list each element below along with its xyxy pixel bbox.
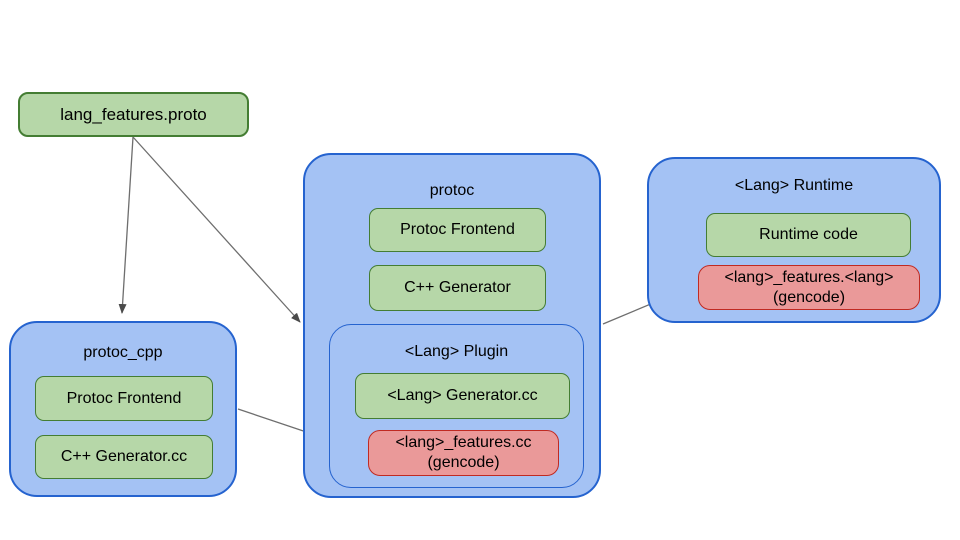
node-protoc-frontend: Protoc Frontend [369, 208, 546, 252]
node-lang-features-proto-label: lang_features.proto [60, 104, 207, 124]
node-lang-generator-label: <Lang> Generator.cc [387, 387, 538, 404]
container-protoc: protoc Protoc Frontend C++ Generator <La… [303, 153, 601, 498]
node-runtime-gencode-line1: <lang>_features.<lang> [724, 268, 894, 286]
node-protoc-cpp-frontend: Protoc Frontend [35, 376, 213, 421]
container-lang-plugin: <Lang> Plugin <Lang> Generator.cc <lang>… [329, 324, 584, 488]
node-protoc-cpp-frontend-label: Protoc Frontend [66, 389, 182, 407]
container-protoc-cpp: protoc_cpp Protoc Frontend C++ Generator… [9, 321, 237, 497]
container-lang-runtime-title: <Lang> Runtime [734, 177, 854, 194]
arrow-proto-to-protoc-cpp [118, 136, 134, 314]
node-plugin-gencode: <lang>_features.cc (gencode) [368, 430, 559, 476]
node-lang-features-proto: lang_features.proto [18, 92, 249, 137]
node-lang-generator: <Lang> Generator.cc [355, 373, 570, 419]
node-protoc-cpp-generator: C++ Generator.cc [35, 435, 213, 479]
container-lang-runtime: <Lang> Runtime Runtime code <lang>_featu… [647, 157, 941, 323]
node-runtime-code-label: Runtime code [759, 226, 858, 243]
node-protoc-generator-label: C++ Generator [404, 279, 511, 296]
arrow-proto-to-protoc [132, 136, 301, 323]
container-protoc-cpp-title: protoc_cpp [83, 344, 163, 361]
node-protoc-cpp-generator-label: C++ Generator.cc [60, 448, 188, 465]
node-runtime-gencode: <lang>_features.<lang> (gencode) [698, 265, 920, 310]
node-runtime-gencode-line2: (gencode) [772, 288, 846, 306]
container-lang-plugin-title: <Lang> Plugin [404, 343, 509, 360]
node-runtime-code: Runtime code [706, 213, 911, 257]
container-protoc-title: protoc [429, 182, 475, 199]
node-protoc-generator: C++ Generator [369, 265, 546, 311]
node-plugin-gencode-line2: (gencode) [427, 454, 500, 471]
node-protoc-frontend-label: Protoc Frontend [400, 221, 515, 238]
node-plugin-gencode-line1: <lang>_features.cc [395, 434, 532, 451]
